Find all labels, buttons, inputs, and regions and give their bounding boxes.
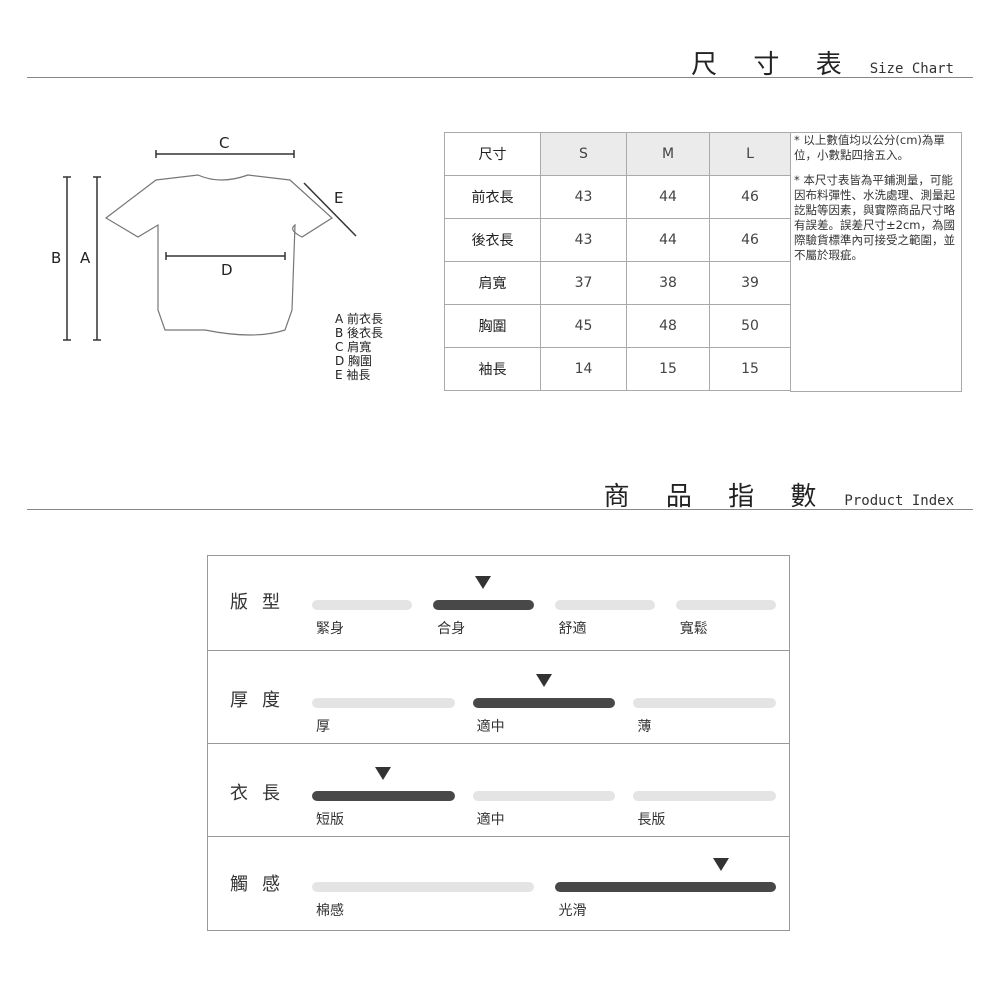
size-chart-title: 尺 寸 表 Size Chart	[691, 44, 954, 81]
legend-item: C 肩寬	[335, 340, 372, 354]
dim-label-d: D	[221, 261, 233, 279]
table-cell: 胸圍	[444, 304, 541, 348]
legend-item: A 前衣長	[335, 312, 384, 326]
index-bar-selected	[472, 698, 616, 708]
index-option-label: 適中	[476, 812, 505, 828]
dim-label-a: A	[80, 249, 91, 267]
index-bar	[633, 791, 776, 801]
index-row: 版型緊身 合身 舒適 寬鬆	[208, 556, 789, 651]
index-option-label: 短版	[316, 812, 344, 828]
table-cell: 46	[709, 218, 791, 262]
index-option-label: 棉感	[316, 903, 344, 919]
table-cell: 44	[626, 175, 710, 219]
table-cell: 後衣長	[444, 218, 541, 262]
index-bar-selected	[433, 600, 534, 610]
index-option-label: 光滑	[558, 903, 587, 919]
legend-item: E 袖長	[335, 368, 371, 382]
divider	[27, 509, 973, 510]
index-bar	[633, 698, 776, 708]
selected-marker-icon	[536, 674, 552, 687]
index-option-label: 舒適	[558, 621, 587, 637]
dimension-legend: A 前衣長 B 後衣長 C 肩寬 D 胸圍 E 袖長	[335, 312, 383, 382]
index-option-label: 寬鬆	[679, 621, 708, 637]
table-cell: 肩寬	[444, 261, 541, 305]
note: * 本尺寸表皆為平鋪測量，可能因布料彈性、水洗處理、測量起訖點等因素，與實際商品…	[794, 173, 955, 262]
index-option-label: 厚	[316, 719, 330, 735]
product-index-panel: 版型緊身合身舒適寬鬆厚度厚適中薄衣長短版適中長版觸感棉感光滑	[207, 555, 790, 931]
title-zh: 尺 寸 表	[691, 50, 856, 80]
index-bar	[675, 600, 776, 610]
table-cell: 43	[540, 218, 627, 262]
title-en: Size Chart	[869, 61, 954, 77]
divider	[27, 77, 973, 78]
legend-item: B 後衣長	[335, 326, 384, 340]
table-cell: 43	[540, 175, 627, 219]
table-cell: 39	[709, 261, 791, 305]
index-bar	[312, 882, 534, 892]
table-cell: 44	[626, 218, 710, 262]
table-cell: 15	[709, 347, 791, 391]
table-cell: 45	[540, 304, 627, 348]
table-cell: 46	[709, 175, 791, 219]
title-zh: 商 品 指 數	[603, 482, 831, 512]
index-option-label: 緊身	[316, 621, 344, 637]
table-cell: 前衣長	[444, 175, 541, 219]
product-index-title: 商 品 指 數 Product Index	[604, 476, 954, 513]
table-cell: 14	[540, 347, 627, 391]
header-cell: L	[709, 132, 791, 176]
table-cell: 袖長	[444, 347, 541, 391]
title-en: Product Index	[844, 493, 954, 509]
index-option-label: 合身	[437, 621, 466, 637]
table-cell: 50	[709, 304, 791, 348]
index-option-label: 薄	[637, 719, 652, 735]
index-option-label: 適中	[476, 719, 505, 735]
tshirt-diagram	[63, 150, 357, 341]
size-notes: * 以上數值均以公分(cm)為單位，小數點四捨五入。 * 本尺寸表皆為平鋪測量，…	[790, 132, 962, 392]
header-cell: S	[540, 132, 627, 176]
selected-marker-icon	[713, 858, 730, 871]
table-header: 尺寸 S M L	[444, 132, 791, 176]
index-bar	[312, 600, 413, 610]
index-bar-selected	[554, 882, 776, 892]
index-label: 厚度	[230, 690, 294, 711]
header-cell: 尺寸	[444, 132, 541, 176]
dim-label-b: B	[51, 249, 62, 267]
table-cell: 48	[626, 304, 710, 348]
index-bar	[472, 791, 616, 801]
index-bar-selected	[312, 791, 455, 801]
selected-marker-icon	[375, 767, 392, 780]
index-label: 衣長	[230, 783, 294, 804]
table-cell: 37	[540, 261, 627, 305]
index-label: 版型	[230, 592, 294, 613]
legend-item: D 胸圍	[335, 354, 373, 368]
selected-marker-icon	[475, 576, 492, 589]
note: * 以上數值均以公分(cm)為單位，小數點四捨五入。	[794, 133, 945, 162]
index-row: 觸感棉感 光滑	[208, 837, 789, 932]
table-cell: 15	[626, 347, 710, 391]
index-row: 衣長短版 適中 長版	[208, 744, 789, 837]
index-row: 厚度厚 適中 薄	[208, 651, 789, 744]
table-cell: 38	[626, 261, 710, 305]
dim-label-c: C	[219, 134, 230, 152]
index-bar	[554, 600, 655, 610]
header-cell: M	[626, 132, 710, 176]
index-bar	[312, 698, 455, 708]
index-label: 觸感	[230, 874, 294, 895]
index-option-label: 長版	[637, 812, 666, 828]
dim-label-e: E	[334, 189, 344, 207]
